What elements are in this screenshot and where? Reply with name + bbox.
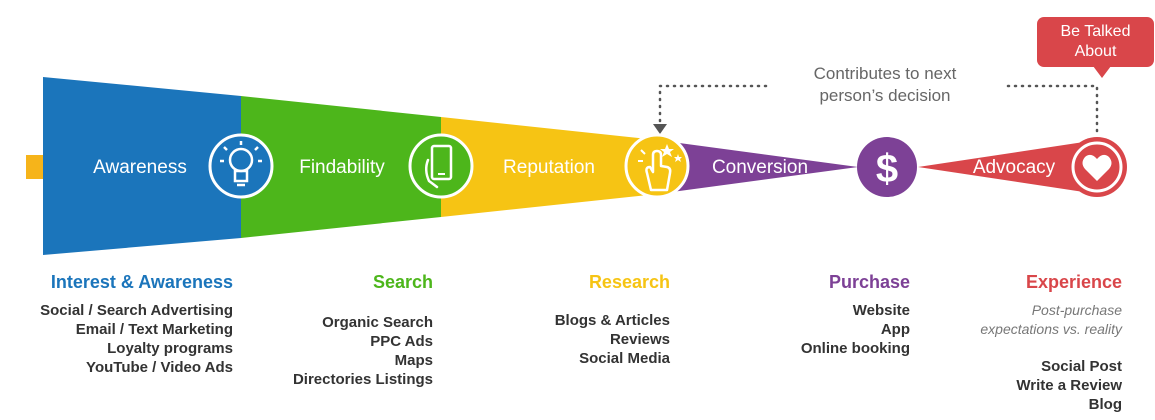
touch-stars-icon	[624, 133, 690, 199]
column-heading: Interest & Awareness	[50, 272, 233, 292]
heart-icon	[1067, 137, 1127, 197]
list-item: Write a Review	[1016, 377, 1122, 394]
list-item: Blogs & Articles	[554, 312, 670, 329]
list-item: Blog	[1088, 396, 1122, 413]
smartphone-hand-icon	[408, 133, 474, 199]
list-item: Maps	[394, 352, 433, 369]
stage-label-awareness: Awareness	[93, 157, 187, 178]
stage-label-conversion: Conversion	[712, 157, 808, 178]
contribution-arrowhead-icon	[653, 124, 667, 134]
column-heading: Research	[588, 272, 670, 292]
column-heading: Experience	[1025, 272, 1122, 292]
list-item: Reviews	[609, 331, 670, 348]
column-heading: Purchase	[828, 272, 910, 292]
list-item: PPC Ads	[370, 333, 433, 350]
funnel-segment-reputation	[441, 117, 657, 217]
column-research: Research Blogs & Articles Reviews Social…	[555, 272, 670, 368]
list-item: Email / Text Marketing	[75, 321, 233, 338]
lightbulb-icon	[208, 133, 274, 199]
stage-label-advocacy: Advocacy	[973, 157, 1056, 178]
stage-label-reputation: Reputation	[503, 157, 595, 178]
list-item: Loyalty programs	[107, 340, 233, 357]
column-interest-awareness: Interest & Awareness Social / Search Adv…	[40, 272, 233, 377]
list-item: App	[880, 321, 910, 338]
list-item: YouTube / Video Ads	[86, 359, 233, 376]
list-item: Online booking	[800, 340, 910, 357]
funnel-segment-conversion	[657, 140, 858, 194]
callout-line-1: Be Talked	[1060, 23, 1131, 40]
svg-text:$: $	[876, 147, 898, 191]
be-talked-about-callout: Be Talked About	[1037, 17, 1154, 78]
list-item: Directories Listings	[292, 371, 433, 388]
stage-label-findability: Findability	[299, 157, 385, 178]
column-experience: Experience Post-purchase expectations vs…	[980, 272, 1122, 414]
contributes-note: Contributes to next person’s decision	[780, 63, 990, 107]
list-item: Social Post	[1041, 358, 1122, 375]
funnel-segment-findability	[241, 96, 441, 238]
funnel-segment-advocacy	[918, 140, 1097, 194]
callout-line-2: About	[1074, 43, 1117, 60]
funnel-segment-awareness	[43, 77, 241, 255]
contributes-line-2: person’s decision	[819, 86, 951, 105]
column-heading: Search	[372, 272, 433, 292]
list-item: Website	[852, 302, 910, 319]
contribution-line-right	[1006, 84, 1099, 138]
dollar-icon: $	[857, 137, 917, 197]
list-item: Social / Search Advertising	[40, 302, 233, 319]
list-item: Organic Search	[322, 314, 433, 331]
note-line: Post-purchase	[1031, 302, 1122, 318]
column-search: Search Organic Search PPC Ads Maps Direc…	[293, 272, 433, 389]
contribution-line	[658, 84, 774, 130]
list-item: Social Media	[579, 350, 670, 367]
column-purchase: Purchase Website App Online booking	[801, 272, 910, 358]
contributes-line-1: Contributes to next	[813, 64, 957, 83]
note-line: expectations vs. reality	[980, 321, 1122, 337]
